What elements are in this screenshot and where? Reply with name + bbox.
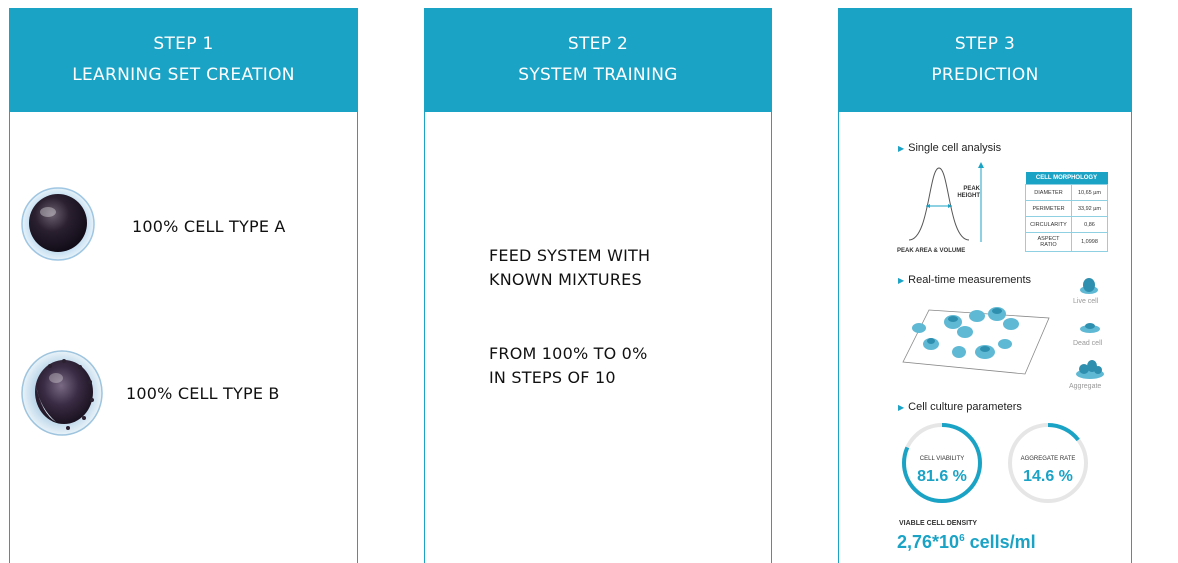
step1-header: STEP 1 LEARNING SET CREATION [9,8,358,112]
bullet-triangle-icon: ▶ [898,403,905,412]
morph-param: PERIMETER [1025,200,1072,217]
cell-type-b-label: 100% CELL TYPE B [126,383,280,403]
cell-type-b-icon [21,350,103,436]
table-row: DIAMETER 10,65 µm [1025,184,1108,201]
aggregate-icon [1076,360,1104,379]
step2-panel: STEP 2 SYSTEM TRAINING FEED SYSTEM WITH … [424,8,772,563]
viability-gauge [902,423,982,503]
table-row: CIRCULARITY 0,86 [1025,216,1108,233]
step2-header: STEP 2 SYSTEM TRAINING [424,8,772,112]
cell-type-a-label: 100% CELL TYPE A [132,216,286,236]
morph-value: 33,92 µm [1071,200,1108,217]
step2-line-1: FEED SYSTEM WITH [489,246,651,265]
morph-param: DIAMETER [1025,184,1072,201]
cell-plate-illustration [902,307,1050,375]
morph-value: 0,86 [1071,216,1108,233]
culture-title: ▶Cell culture parameters [898,401,1022,413]
step1-title: LEARNING SET CREATION [72,65,295,85]
peak-curve-diagram [908,162,984,242]
step2-line-3: FROM 100% TO 0% [489,344,648,363]
table-row: ASPECT RATIO 1,0998 [1025,232,1108,252]
cell-type-b-row: 100% CELL TYPE B [20,348,280,438]
morph-value: 1,0998 [1071,232,1108,252]
legend-live-label: Live cell [1073,298,1099,305]
step1-panel: STEP 1 LEARNING SET CREATION 100% CELL T… [9,8,358,563]
realtime-title: ▶Real-time measurements [898,274,1032,286]
viability-value: 81.6 % [917,468,967,485]
viability-label: CELL VIABILITY [919,456,965,462]
density-value: 2,76*106 cells/ml [897,532,1036,552]
dead-cell-icon [1080,323,1100,333]
step2-range-text: FROM 100% TO 0% IN STEPS OF 10 [489,342,647,390]
morph-param: CIRCULARITY [1025,216,1072,233]
single-cell-title: ▶Single cell analysis [898,142,1002,154]
step2-feed-text: FEED SYSTEM WITH KNOWN MIXTURES [489,244,650,292]
step2-line-2: KNOWN MIXTURES [489,270,642,289]
step3-header: STEP 3 PREDICTION [838,8,1132,112]
peak-area-label: PEAK AREA & VOLUME [897,248,966,254]
morph-value: 10,65 µm [1071,184,1108,201]
bullet-triangle-icon: ▶ [898,276,905,285]
step3-number: STEP 3 [954,34,1016,54]
cell-morphology-header: CELL MORPHOLOGY [1025,172,1108,185]
step3-panel: STEP 3 PREDICTION ▶Single cell analysis … [838,8,1132,563]
step2-title: SYSTEM TRAINING [518,65,678,85]
cell-morphology-table: CELL MORPHOLOGY DIAMETER 10,65 µm PERIME… [1025,172,1108,252]
step2-number: STEP 2 [567,34,629,54]
live-cell-icon [1080,278,1098,294]
density-label: VIABLE CELL DENSITY [899,520,978,527]
step2-line-4: IN STEPS OF 10 [489,368,616,387]
table-row: PERIMETER 33,92 µm [1025,200,1108,217]
cell-type-a-row: 100% CELL TYPE A [20,186,286,266]
legend-aggregate-label: Aggregate [1069,383,1102,390]
cell-type-a-icon [21,187,95,261]
step1-number: STEP 1 [153,34,214,54]
morph-param: ASPECT RATIO [1025,232,1072,252]
aggregate-rate-label: AGGREGATE RATE [1020,456,1076,462]
step3-title: PREDICTION [931,65,1039,85]
bullet-triangle-icon: ▶ [898,144,905,153]
aggregate-rate-gauge [1008,423,1088,503]
legend-dead-label: Dead cell [1073,340,1103,347]
peak-height-label: PEAK HEIGHT [957,186,980,199]
aggregate-rate-value: 14.6 % [1023,468,1073,485]
